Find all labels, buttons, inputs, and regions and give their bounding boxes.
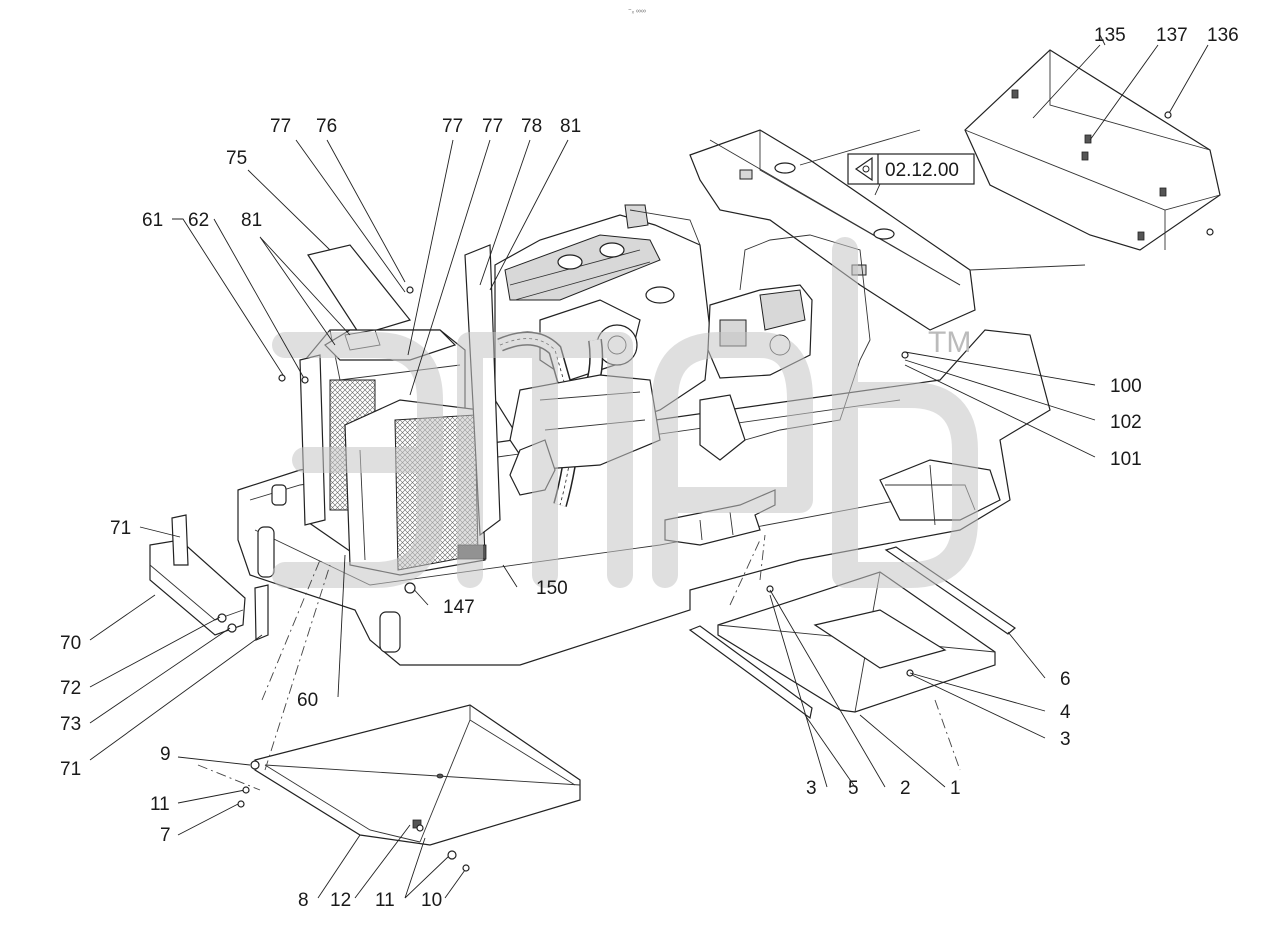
callout-77: 77 bbox=[270, 116, 291, 137]
callout-71: 71 bbox=[110, 518, 131, 539]
top-cover-panel bbox=[964, 49, 1221, 251]
callout-10: 10 bbox=[421, 890, 442, 911]
callout-102: 102 bbox=[1110, 412, 1142, 433]
callout-labels: 135 137 136 77 76 77 77 78 81 75 61 62 8… bbox=[60, 25, 1239, 911]
reference-callout-box: 02.12.00 bbox=[847, 153, 975, 196]
callout-150: 150 bbox=[536, 578, 568, 599]
cross-beam bbox=[689, 129, 1086, 331]
callout-72: 72 bbox=[60, 678, 81, 699]
callout-100: 100 bbox=[1110, 376, 1142, 397]
callout-4: 4 bbox=[1060, 702, 1071, 723]
callout-147: 147 bbox=[443, 597, 475, 618]
callout-3: 3 bbox=[1060, 729, 1071, 750]
callout-9: 9 bbox=[160, 744, 171, 765]
callout-78: 78 bbox=[521, 116, 542, 137]
callout-12: 12 bbox=[330, 890, 351, 911]
callout-75: 75 bbox=[226, 148, 247, 169]
watermark-tm: TM bbox=[928, 326, 971, 359]
callout-70: 70 bbox=[60, 633, 81, 654]
front-bracket bbox=[149, 514, 269, 641]
callout-5: 5 bbox=[848, 778, 859, 799]
callout-73: 73 bbox=[60, 714, 81, 735]
alignment-lines bbox=[197, 534, 961, 791]
header-mark: ⁼ₓ ∞∞ bbox=[628, 8, 646, 15]
callout-76: 76 bbox=[316, 116, 337, 137]
bottom-tray-left bbox=[250, 704, 581, 846]
fasteners bbox=[237, 111, 1214, 872]
callout-11: 11 bbox=[375, 890, 395, 911]
callout-101: 101 bbox=[1110, 449, 1142, 470]
callout-135: 135 bbox=[1094, 25, 1126, 46]
callout-136: 136 bbox=[1207, 25, 1239, 46]
callout-61: 61 bbox=[142, 210, 163, 231]
callout-137: 137 bbox=[1156, 25, 1188, 46]
callout-1: 1 bbox=[950, 778, 961, 799]
callout-11: 11 bbox=[150, 794, 170, 815]
callout-7: 7 bbox=[160, 825, 171, 846]
watermark-logo: TM bbox=[272, 237, 978, 588]
reference-label: 02.12.00 bbox=[885, 160, 959, 181]
callout-81: 81 bbox=[241, 210, 262, 231]
view-arrow-icon bbox=[854, 156, 873, 182]
callout-62: 62 bbox=[188, 210, 209, 231]
callout-77: 77 bbox=[442, 116, 463, 137]
callout-6: 6 bbox=[1060, 669, 1071, 690]
callout-81: 81 bbox=[560, 116, 581, 137]
callout-3: 3 bbox=[806, 778, 817, 799]
callout-8: 8 bbox=[298, 890, 309, 911]
callout-77: 77 bbox=[482, 116, 503, 137]
callout-71: 71 bbox=[60, 759, 81, 780]
leader-lines bbox=[89, 34, 1209, 899]
callout-2: 2 bbox=[900, 778, 911, 799]
callout-60: 60 bbox=[297, 690, 318, 711]
